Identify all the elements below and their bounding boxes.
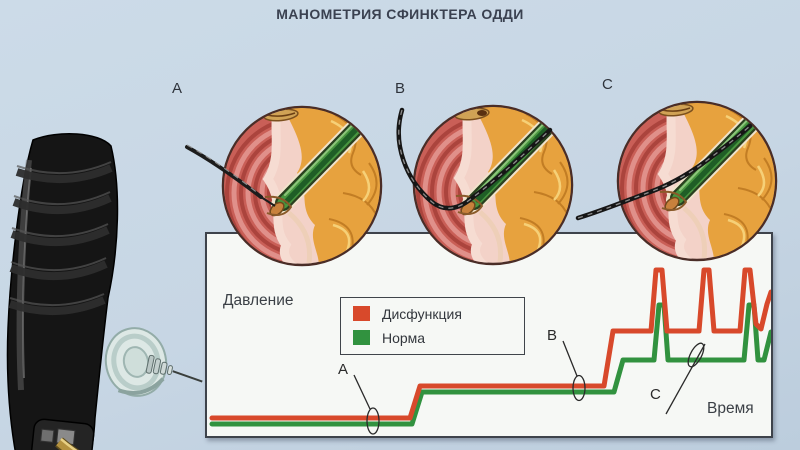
chart-panel: Давление Время A B C Дисфункция Норма xyxy=(205,232,773,438)
legend-row-norma: Норма xyxy=(353,329,524,346)
dysfunction-line xyxy=(209,267,771,421)
pressure-time-chart xyxy=(209,267,771,435)
figure-c-deep-cannulation: C xyxy=(575,76,782,266)
marker-c-pointer xyxy=(665,343,706,415)
page-title: МАНОМЕТРИЯ СФИНКТЕРА ОДДИ xyxy=(276,6,524,22)
figure-a-label: A xyxy=(172,80,183,97)
marker-b-pointer xyxy=(562,340,578,377)
pressure-transducer-disc xyxy=(104,327,168,397)
marker-a-loop xyxy=(366,407,380,435)
figure-c-label: C xyxy=(602,76,613,93)
chart-marker-c: C xyxy=(650,386,661,403)
endoscope-illustration xyxy=(6,133,203,450)
marker-b-loop xyxy=(572,374,586,402)
figure-b-label: B xyxy=(395,80,406,97)
y-axis-label: Давление xyxy=(223,292,294,309)
chart-marker-a: A xyxy=(338,361,349,378)
figure-a-papilla-approach: A xyxy=(172,80,387,271)
dysfunction-swatch xyxy=(353,306,370,321)
norma-swatch xyxy=(353,330,370,345)
x-axis-label: Время xyxy=(707,400,754,417)
legend-label-dysfunction: Дисфункция xyxy=(382,305,462,322)
endoscope-shaft xyxy=(6,133,119,450)
shaft-corrugations xyxy=(8,164,113,316)
needle-icon xyxy=(172,370,203,383)
catheter-tip xyxy=(145,354,203,383)
legend-row-dysfunction: Дисфункция xyxy=(353,305,524,322)
marker-c-loop xyxy=(687,342,705,368)
figure-b-cannulation: B xyxy=(395,80,578,270)
catheter-channel xyxy=(55,437,80,450)
chart-marker-b: B xyxy=(547,327,558,344)
manometry-catheter xyxy=(185,145,263,199)
marker-a-pointer xyxy=(353,374,371,410)
chart-legend: Дисфункция Норма xyxy=(340,297,525,355)
legend-label-norma: Норма xyxy=(382,329,426,346)
